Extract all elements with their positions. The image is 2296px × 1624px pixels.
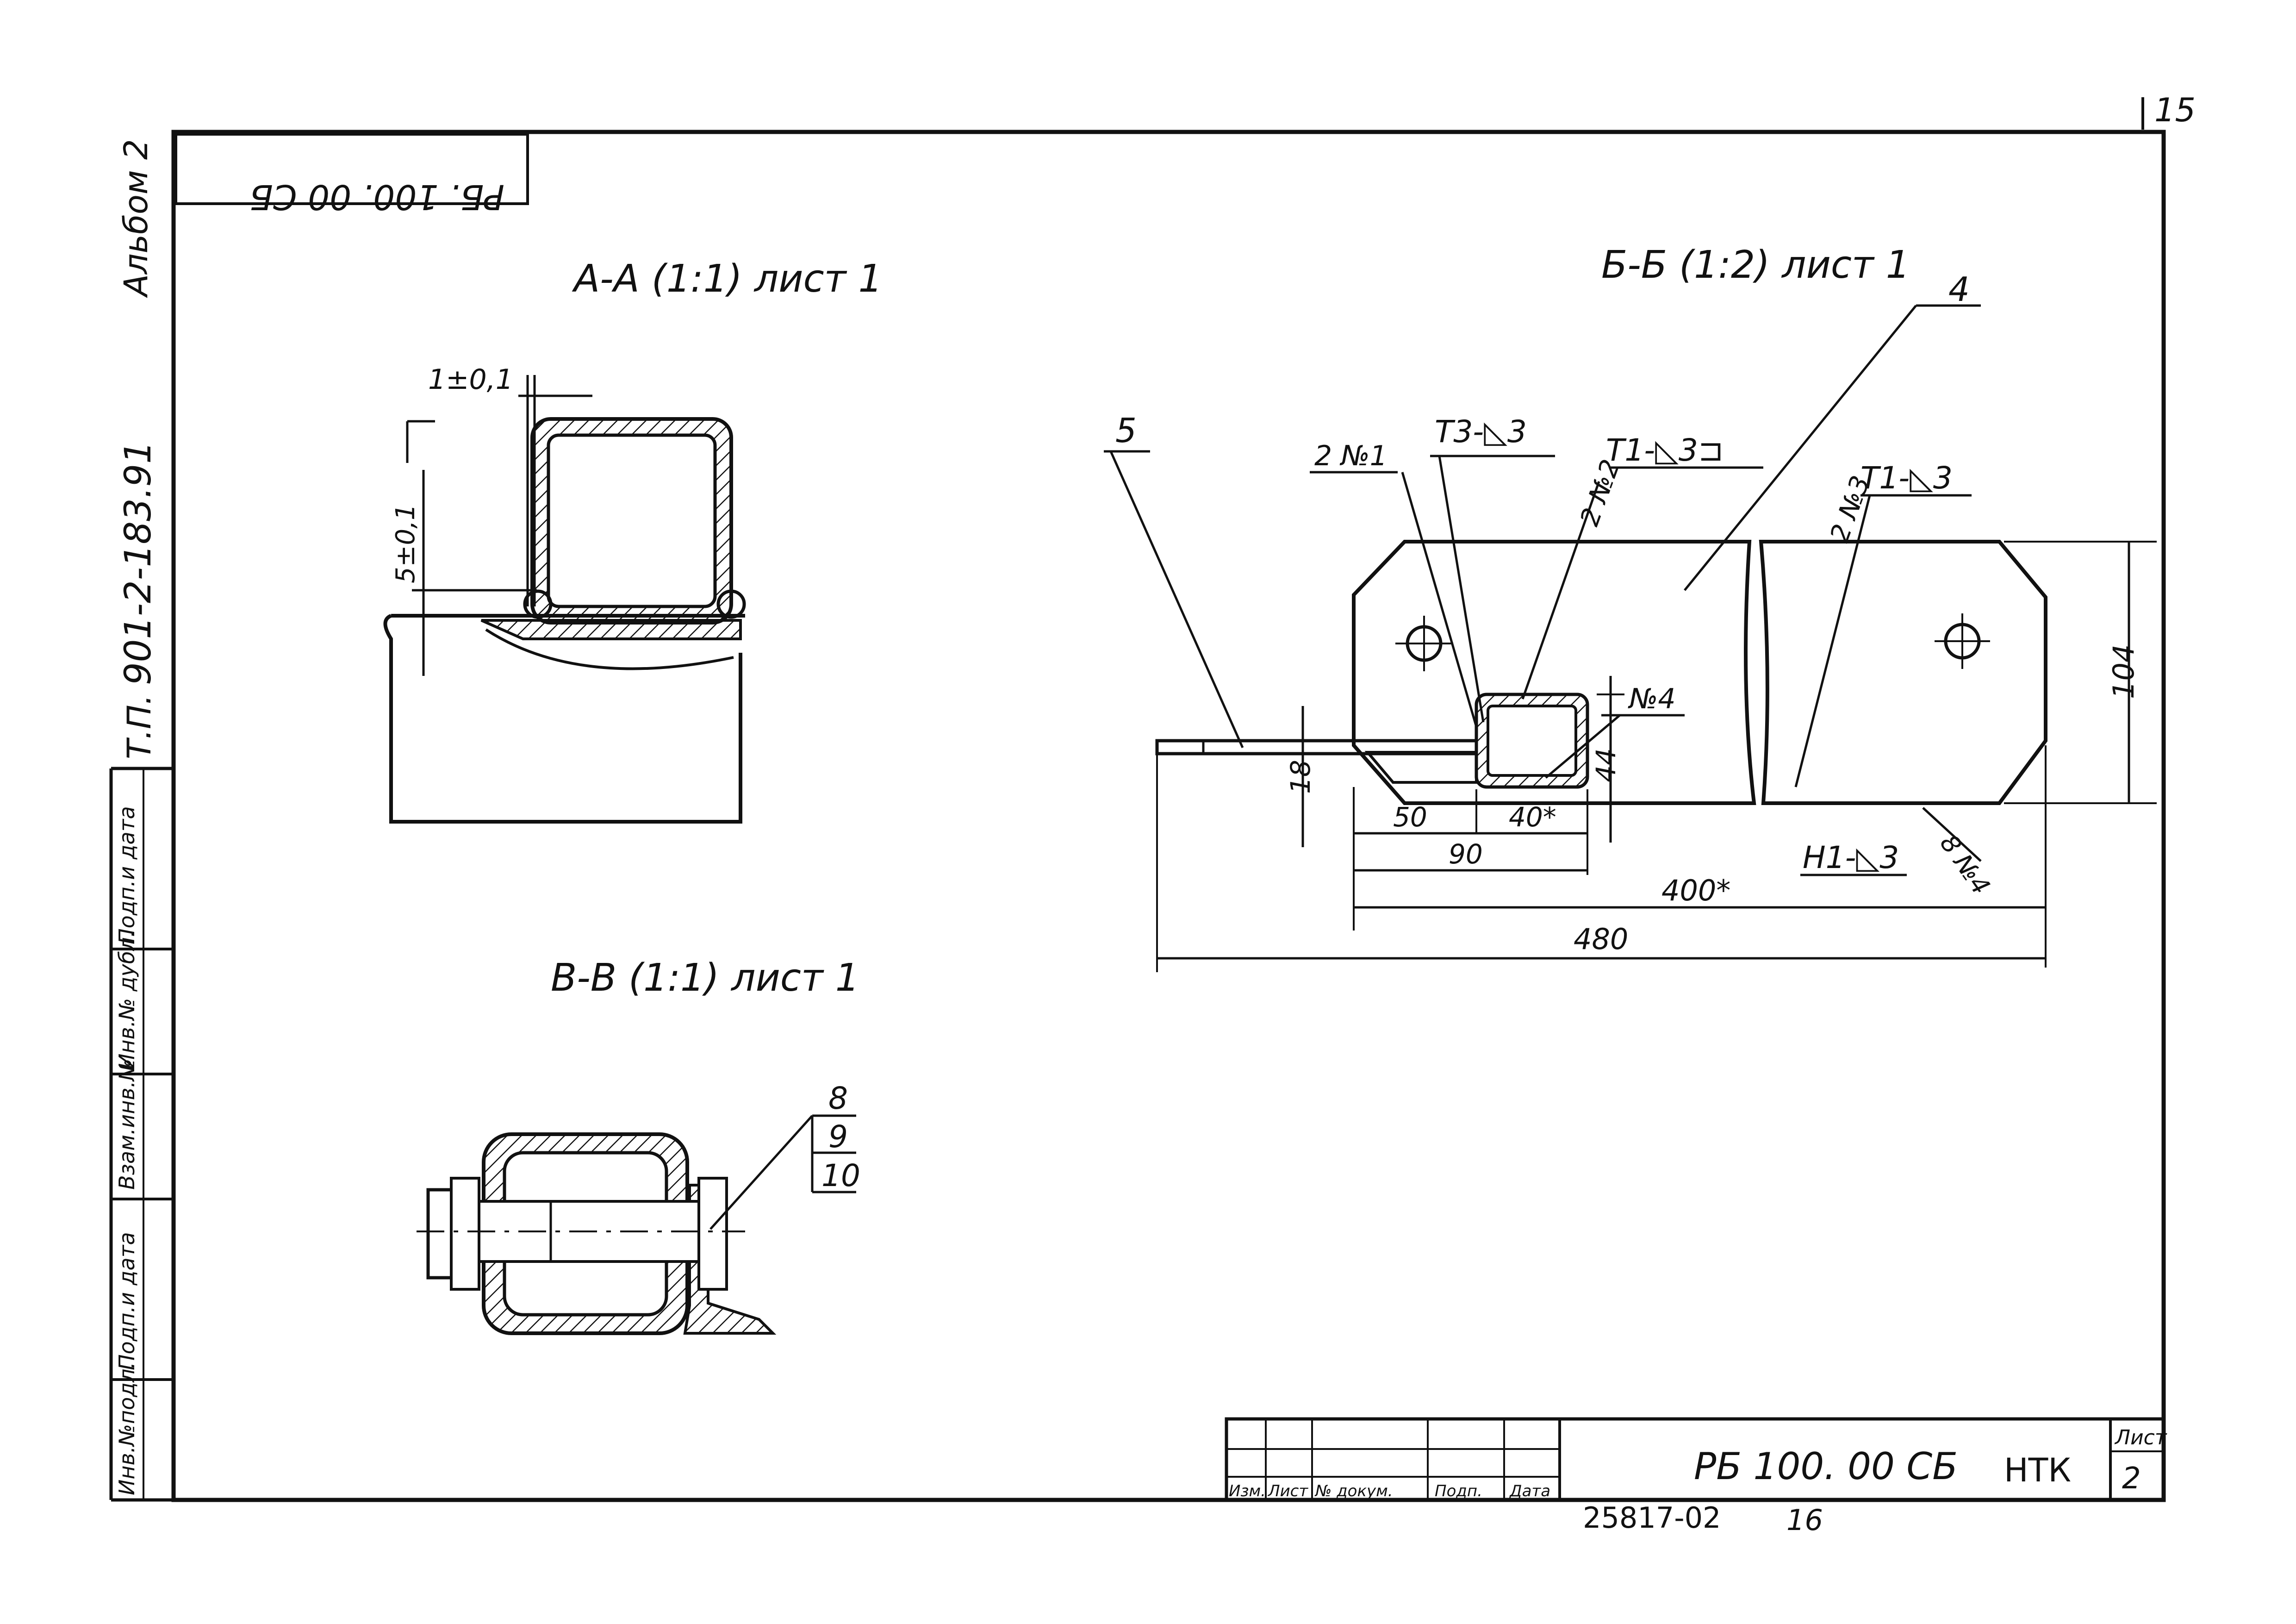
- section-a-title: А-А (1:1) лист 1: [572, 257, 883, 301]
- callout-n4: №4: [1628, 683, 1676, 715]
- tb-header-podp: Подп.: [1435, 1482, 1482, 1500]
- callout-10: 10: [821, 1158, 860, 1193]
- callout-part-4: 4: [1948, 270, 1970, 309]
- album-label: Альбом 2: [117, 139, 155, 298]
- stamp-label-vzam: Взам.инв.№: [114, 1059, 139, 1190]
- dim-50: 50: [1393, 801, 1427, 833]
- stamp-label-podp-2: Подп.и дата: [114, 806, 139, 944]
- mirrored-drawing-code: РБ. 100. 00 СБ: [249, 177, 504, 217]
- sheet-number-top: 15: [2154, 91, 2196, 129]
- dim-104: 104: [2107, 644, 2140, 699]
- dim-40: 40*: [1509, 801, 1556, 833]
- dim-18: 18: [1285, 760, 1316, 794]
- series-prefix: Т.П.: [120, 694, 158, 759]
- section-b-title: Б-Б (1:2) лист 1: [1601, 243, 1910, 287]
- series-code: 901-2-183.91: [118, 441, 159, 685]
- dim-400: 400*: [1661, 874, 1730, 907]
- callout-weld-h1: Н1-◺3: [1803, 840, 1899, 875]
- footer-page: 16: [1786, 1503, 1823, 1537]
- section-c-view: В-В (1:1) лист 1 8 9 10: [417, 956, 860, 1335]
- tb-sheet-value: 2: [2122, 1462, 2141, 1496]
- dim-480: 480: [1574, 922, 1628, 956]
- callout-part-5: 5: [1115, 411, 1137, 450]
- callout-9: 9: [828, 1119, 848, 1155]
- stamp-label-inv-dubl: Инв.№ дубл.: [114, 931, 139, 1069]
- section-a-plate-cut: [480, 619, 742, 640]
- section-a-view: А-А (1:1) лист 1 1±0,1 5±0,1: [383, 257, 883, 824]
- section-c-title: В-В (1:1) лист 1: [551, 956, 859, 1000]
- callout-8: 8: [828, 1081, 848, 1116]
- tb-header-doc: № докум.: [1314, 1482, 1393, 1500]
- title-block: Изм. Лист № докум. Подп. Дата РБ 100. 00…: [1225, 1417, 2167, 1502]
- tb-norm-control: НТК: [2004, 1451, 2071, 1489]
- side-stamp-column: Инв.№подл. Подп.и дата Взам.инв.№ Инв.№ …: [114, 806, 139, 1495]
- tb-header-list: Лист: [1267, 1482, 1308, 1500]
- tb-header-izm: Изм.: [1229, 1482, 1266, 1500]
- section-b-left-plate: [1352, 540, 1756, 805]
- stamp-label-inv-podl: Инв.№подл.: [114, 1362, 139, 1495]
- section-b-right-plate: [1759, 540, 2047, 805]
- tb-header-date: Дата: [1509, 1482, 1550, 1500]
- section-c-nut: [697, 1177, 728, 1291]
- callout-n1: 2 №1: [1314, 440, 1388, 472]
- callout-weld-t1b: Т1-◺3: [1860, 460, 1953, 496]
- sheet-frame: [109, 97, 2166, 1502]
- tb-designation: РБ 100. 00 СБ: [1694, 1445, 1958, 1488]
- section-a-dim-side: 5±0,1: [391, 504, 421, 583]
- footer-archive-number: 25817-02: [1583, 1501, 1721, 1535]
- callout-weld-t1a: Т1-◺3⊐: [1606, 432, 1724, 468]
- callout-weld-t3: Т3-◺3: [1435, 414, 1527, 450]
- section-b-view: Б-Б (1:2) лист 1: [1104, 243, 2157, 972]
- dim-90: 90: [1449, 838, 1483, 870]
- callout-n5: 8 №4: [1934, 829, 1996, 899]
- left-margin-labels: Альбом 2 901-2-183.91 Т.П.: [117, 139, 159, 759]
- stamp-label-podp-1: Подп.и дата: [114, 1232, 139, 1370]
- section-a-dim-top: 1±0,1: [428, 363, 513, 396]
- tb-sheet-label: Лист: [2114, 1426, 2167, 1449]
- mirrored-code-box: РБ. 100. 00 СБ: [174, 133, 529, 217]
- dim-44: 44: [1590, 748, 1622, 782]
